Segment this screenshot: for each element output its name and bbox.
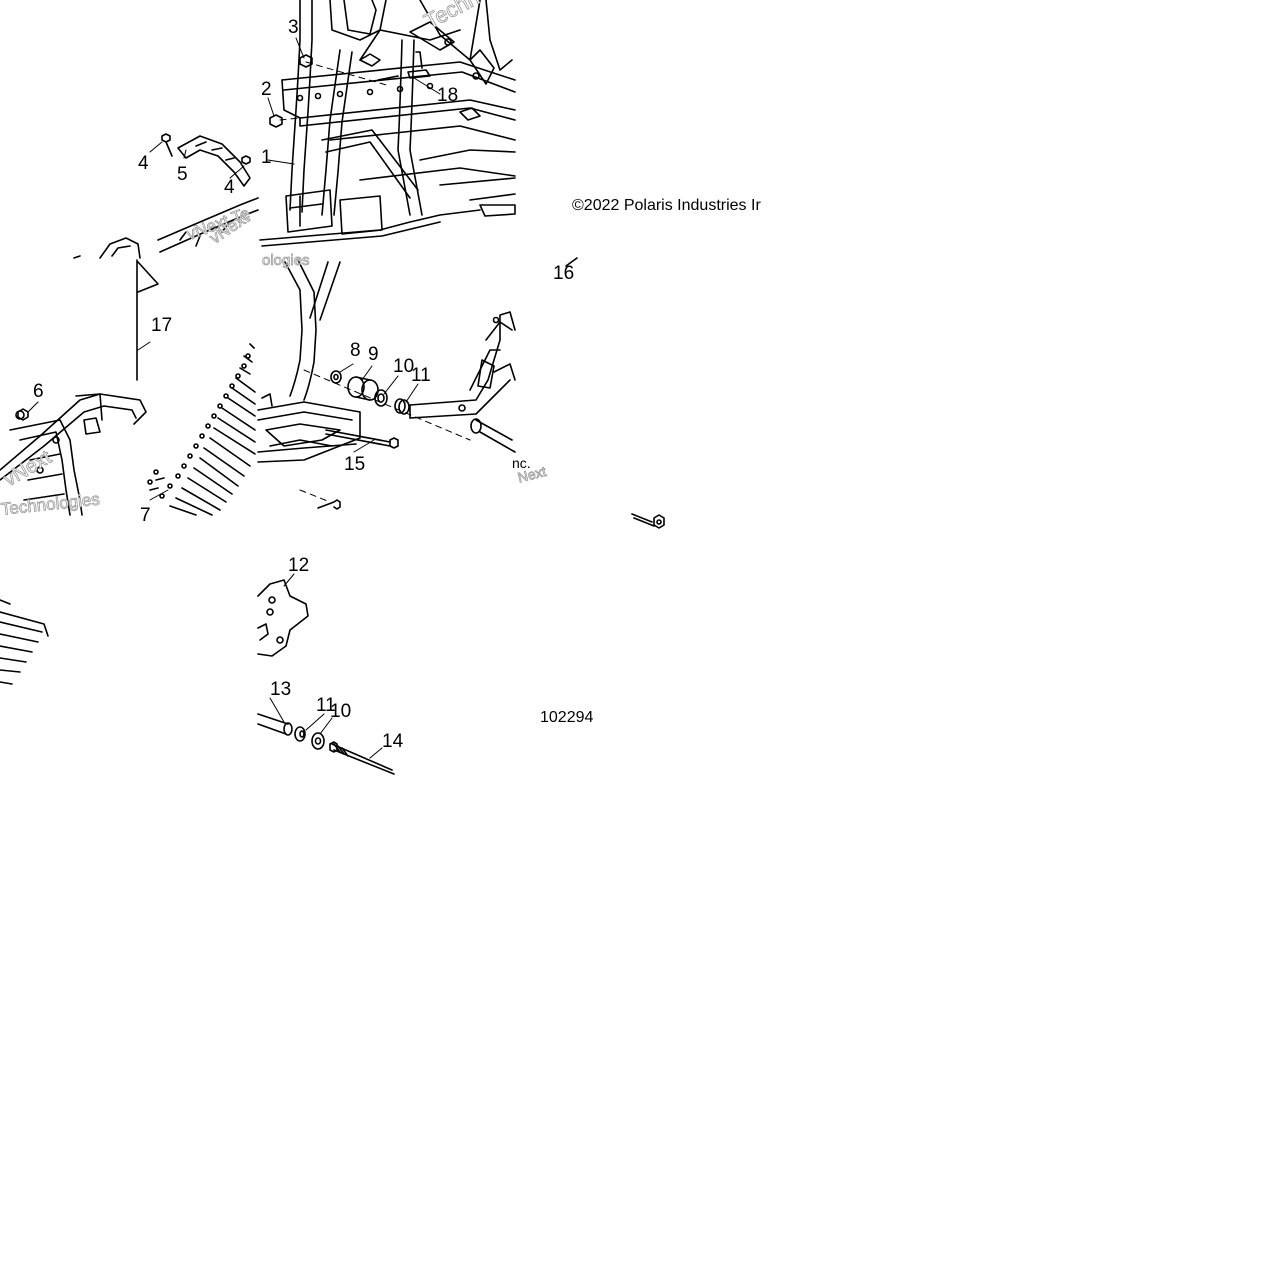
callout-15: 15 xyxy=(344,454,366,475)
callout-11-lower: 11 xyxy=(316,695,336,716)
callout-4-right: 4 xyxy=(224,177,235,198)
callout-6: 6 xyxy=(33,381,44,402)
shaft-assembly xyxy=(257,713,395,775)
callout-17: 17 xyxy=(151,315,173,336)
callout-8: 8 xyxy=(350,340,361,361)
figure-number: 102294 xyxy=(540,709,594,726)
plate-12 xyxy=(257,579,309,657)
callout-9: 9 xyxy=(368,344,379,365)
callout-14: 14 xyxy=(382,731,404,752)
callout-4-left: 4 xyxy=(138,153,149,174)
callout-7: 7 xyxy=(140,505,151,526)
callout-11-upper: 11 xyxy=(411,365,431,386)
copyright-fragment: nc. xyxy=(512,455,531,471)
callout-3: 3 xyxy=(288,17,299,38)
callout-1: 1 xyxy=(261,147,272,168)
upper-left-fragment xyxy=(73,133,259,259)
callout-18: 18 xyxy=(437,85,459,106)
callout-2: 2 xyxy=(261,79,272,100)
callout-13: 13 xyxy=(270,679,292,700)
pivot-hardware-assembly xyxy=(257,259,516,510)
watermark-mid-small: ologies xyxy=(262,252,310,270)
leader-lines xyxy=(27,37,441,759)
lower-left-strap-fragment xyxy=(0,599,49,685)
rear-rack-assembly xyxy=(0,259,256,516)
callout-5: 5 xyxy=(177,164,188,185)
copyright-notice: ©2022 Polaris Industries Ir xyxy=(572,197,761,214)
callout-10-upper: 10 xyxy=(393,356,415,377)
bolt-16 xyxy=(565,257,665,529)
callout-16: 16 xyxy=(553,263,575,284)
callout-12: 12 xyxy=(288,555,310,576)
callout-10-lower: 10 xyxy=(330,701,352,722)
